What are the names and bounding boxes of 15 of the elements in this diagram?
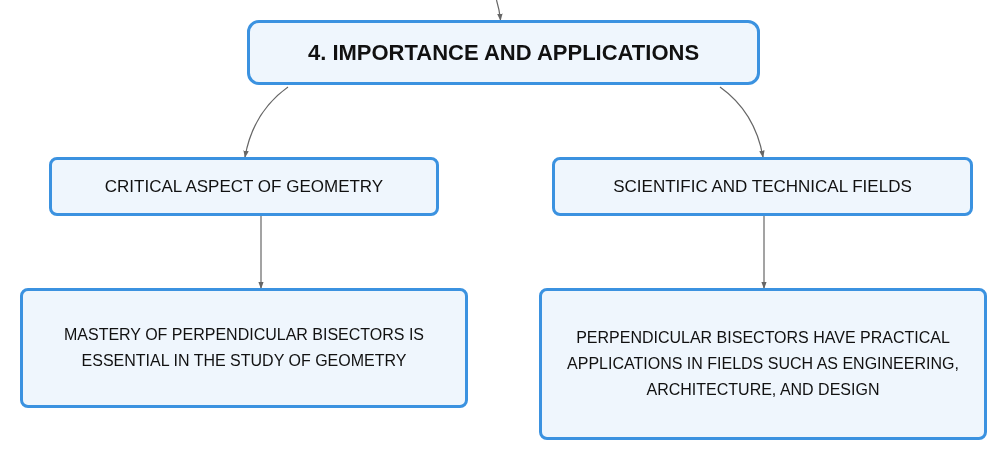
- topic-box: [20, 288, 468, 408]
- arrow: [243, 86, 289, 158]
- topic-box: [247, 20, 760, 85]
- arrow: [495, 0, 503, 21]
- topic-box: [552, 157, 973, 216]
- arrow: [258, 215, 264, 289]
- topic-text: 4. IMPORTANCE AND APPLICATIONS: [306, 39, 701, 67]
- topic-box: [49, 157, 439, 216]
- topic-text: CRITICAL ASPECT OF GEOMETRY: [103, 175, 385, 198]
- topic-text: MASTERY OF PERPENDICULAR BISECTORS IS ESSENTIAL IN THE STUDY OF GEOMETRY: [62, 325, 426, 371]
- topic-text: SCIENTIFIC AND TECHNICAL FIELDS: [612, 175, 913, 198]
- arrow: [719, 86, 765, 158]
- topic-text: PERPENDICULAR BISECTORS HAVE PRACTICAL APPLICATIONS IN FIELDS SUCH AS ENGINEERING, ARCHITECTURE, AND DESIGN: [566, 328, 960, 400]
- arrow: [761, 215, 767, 289]
- topic-box: [539, 288, 987, 440]
